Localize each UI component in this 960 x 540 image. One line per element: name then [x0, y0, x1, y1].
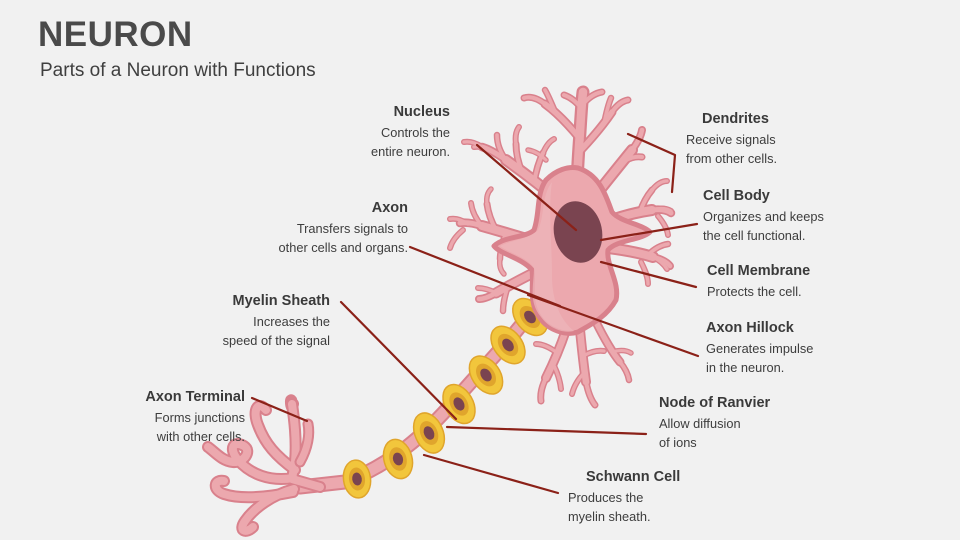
callout-axon-terminal-title: Axon Terminal — [145, 389, 245, 405]
callout-dendrites[interactable]: Dendrites Receive signals from other cel… — [686, 110, 886, 168]
callout-node-of-ranvier-desc: Allow diffusion of ions — [659, 416, 741, 450]
callout-dendrites-desc: Receive signals from other cells. — [686, 132, 778, 166]
callout-myelin-sheath-title: Myelin Sheath — [232, 293, 331, 309]
callout-axon-hillock-title: Axon Hillock — [706, 320, 794, 336]
callout-cell-body[interactable]: Cell Body Organizes and keeps the cell f… — [703, 187, 903, 245]
callout-node-of-ranvier-title: Node of Ranvier — [659, 395, 771, 411]
callout-nucleus-desc: Controls the entire neuron. — [371, 125, 450, 159]
callout-cell-body-title: Cell Body — [703, 188, 770, 204]
callout-axon-desc: Transfers signals to other cells and org… — [278, 221, 408, 255]
callout-myelin-sheath[interactable]: Myelin Sheath Increases the speed of the… — [150, 292, 330, 350]
callout-schwann-cell-desc: Produces the myelin sheath. — [568, 490, 651, 524]
callout-axon-hillock-desc: Generates impulse in the neuron. — [706, 341, 814, 375]
callout-schwann-cell-title: Schwann Cell — [586, 469, 681, 485]
callout-node-of-ranvier[interactable]: Node of Ranvier Allow diffusion of ions — [659, 394, 859, 452]
callout-axon-title: Axon — [371, 200, 408, 216]
page-subtitle: Parts of a Neuron with Functions — [40, 60, 316, 81]
callout-dendrites-title: Dendrites — [702, 111, 769, 127]
page-title: NEURON — [38, 15, 193, 54]
callout-axon-hillock[interactable]: Axon Hillock Generates impulse in the ne… — [706, 319, 906, 377]
callout-cell-membrane-desc: Protects the cell. — [707, 284, 802, 300]
callout-cell-membrane-title: Cell Membrane — [707, 263, 811, 279]
callout-axon-terminal[interactable]: Axon Terminal Forms junctions with other… — [63, 388, 245, 446]
callout-nucleus[interactable]: Nucleus Controls the entire neuron. — [268, 103, 450, 161]
callout-cell-membrane[interactable]: Cell Membrane Protects the cell. — [707, 262, 907, 302]
callout-axon-terminal-desc: Forms junctions with other cells. — [154, 410, 245, 444]
callout-nucleus-title: Nucleus — [393, 104, 450, 120]
callout-cell-body-desc: Organizes and keeps the cell functional. — [703, 209, 824, 243]
callout-axon[interactable]: Axon Transfers signals to other cells an… — [208, 199, 408, 257]
callout-myelin-sheath-desc: Increases the speed of the signal — [222, 314, 330, 348]
callout-schwann-cell[interactable]: Schwann Cell Produces the myelin sheath. — [568, 468, 768, 526]
